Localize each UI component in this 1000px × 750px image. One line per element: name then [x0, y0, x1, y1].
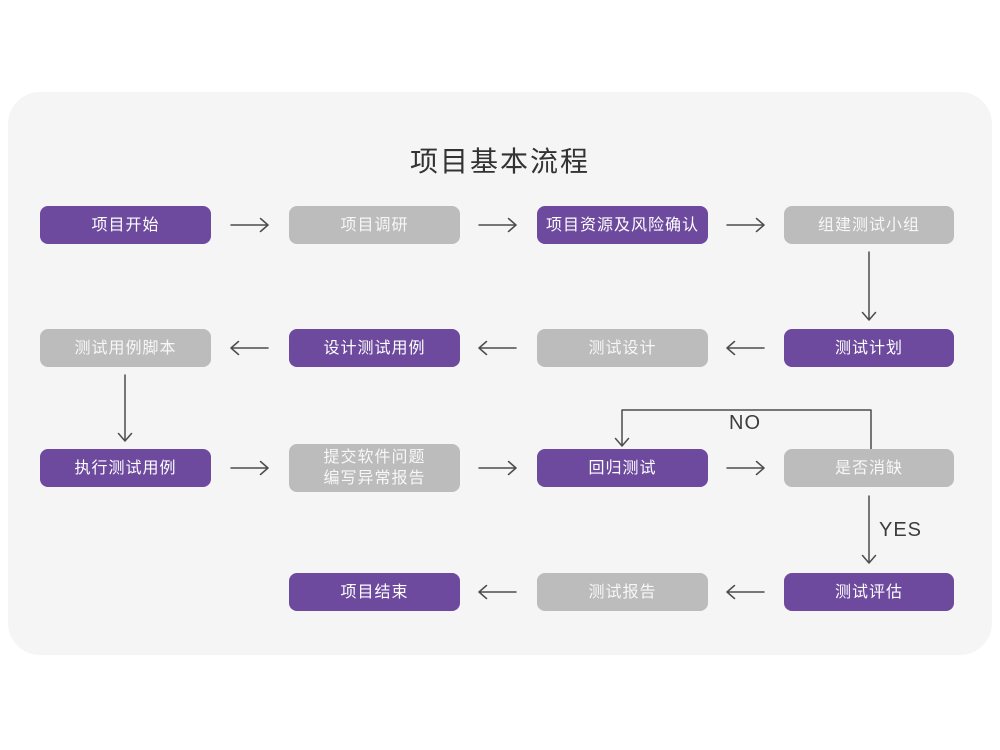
node-defect-resolved: 是否消缺 — [784, 449, 954, 487]
node-test-plan: 测试计划 — [784, 329, 954, 367]
node-label: 设计测试用例 — [323, 339, 426, 357]
node-label: 测试计划 — [834, 339, 903, 357]
node-test-report: 测试报告 — [537, 573, 708, 611]
node-project-end: 项目结束 — [289, 573, 460, 611]
node-resource-risk-confirm: 项目资源及风险确认 — [537, 206, 708, 244]
node-project-start: 项目开始 — [40, 206, 211, 244]
branch-label-yes: YES — [879, 519, 923, 541]
node-label: 测试用例脚本 — [74, 339, 177, 357]
node-form-test-team: 组建测试小组 — [784, 206, 954, 244]
diagram-title: 项目基本流程 — [409, 146, 590, 177]
node-label: 测试报告 — [588, 583, 657, 601]
node-label: 项目结束 — [340, 583, 409, 601]
node-label-line-1: 提交软件问题 — [323, 449, 426, 466]
node-project-research: 项目调研 — [289, 206, 460, 244]
branch-label-no: NO — [729, 412, 761, 434]
node-submit-issue-report: 提交软件问题 编写异常报告 — [289, 444, 460, 492]
node-label: 执行测试用例 — [74, 459, 177, 477]
node-test-evaluation: 测试评估 — [784, 573, 954, 611]
node-label: 组建测试小组 — [817, 216, 920, 234]
node-test-case-scripts: 测试用例脚本 — [40, 329, 211, 367]
node-label: 是否消缺 — [834, 459, 903, 477]
node-label: 项目调研 — [340, 216, 409, 234]
node-label-line-2: 编写异常报告 — [323, 470, 426, 487]
node-label: 测试设计 — [588, 339, 657, 357]
node-label: 回归测试 — [588, 459, 657, 477]
flowchart-card-background — [8, 92, 992, 655]
node-label: 项目开始 — [91, 216, 160, 234]
node-regression-test: 回归测试 — [537, 449, 708, 487]
node-label: 项目资源及风险确认 — [545, 216, 699, 234]
node-test-design: 测试设计 — [537, 329, 708, 367]
node-label: 测试评估 — [834, 583, 903, 601]
node-design-test-cases: 设计测试用例 — [289, 329, 460, 367]
node-execute-test-cases: 执行测试用例 — [40, 449, 211, 487]
